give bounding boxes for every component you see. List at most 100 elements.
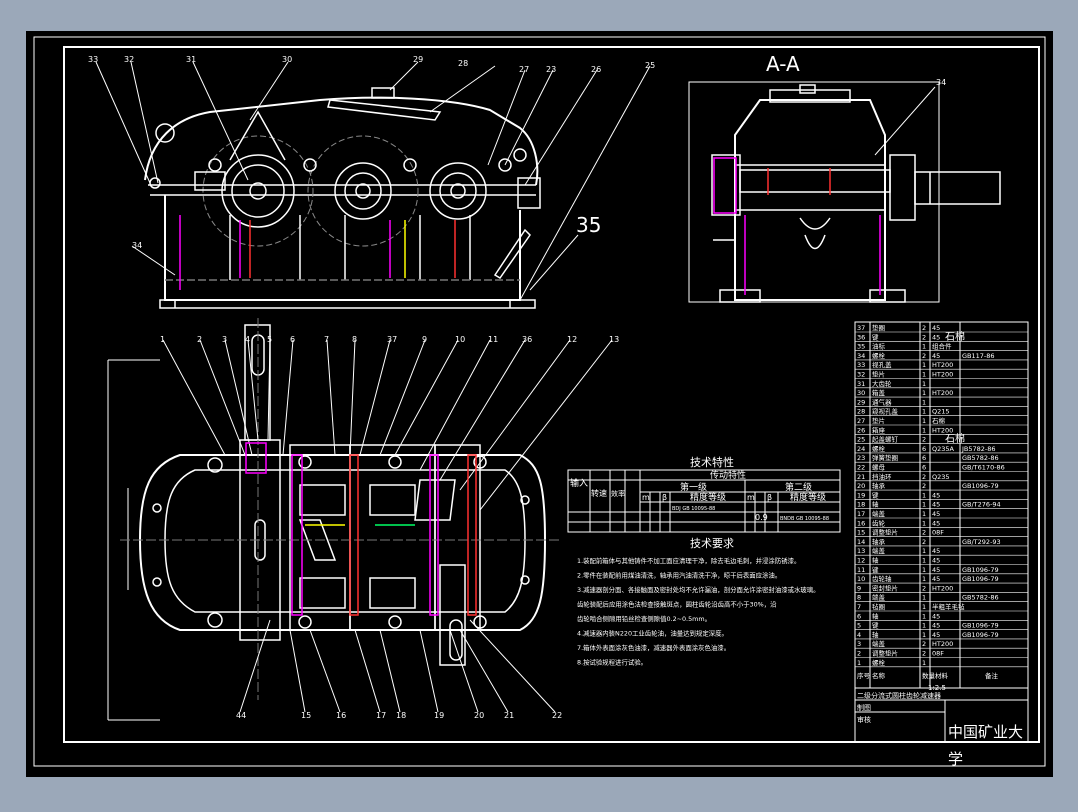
tc-sub-beta: β [662, 493, 667, 502]
part-material: 45 [932, 575, 940, 583]
balloon-front-5: 28 [458, 59, 468, 68]
tc-sub-precision-2: 精度等级 [790, 491, 826, 503]
part-no: 2 [857, 650, 861, 658]
part-qty: 2 [922, 436, 926, 444]
parts-header-material: 材料 [935, 671, 949, 680]
part-standard: GB1096-79 [962, 622, 999, 630]
part-no: 16 [857, 519, 865, 527]
part-no: 3 [857, 640, 861, 648]
part-qty: 1 [922, 603, 926, 611]
part-name: 箱座 [872, 425, 886, 434]
part-name: 垫片 [872, 416, 885, 425]
part-name: 大齿轮 [872, 379, 892, 388]
balloon-bottom-2: 16 [336, 711, 346, 720]
requirement-line-5: 4.减速器内装N220工业齿轮油，油量达到规定深度。 [577, 629, 728, 638]
part-no: 36 [857, 333, 865, 341]
part-standard: GB5782-86 [962, 454, 999, 462]
part-no: 11 [857, 566, 865, 574]
requirement-line-0: 1.装配前箱体与其他铸件不加工面应清理干净，除去毛边毛刺，并浸涂防锈漆。 [577, 556, 800, 565]
part-material: 45 [932, 510, 940, 518]
part-qty: 1 [922, 389, 926, 397]
balloon-bottom-8: 22 [552, 711, 562, 720]
balloon-front-0: 33 [88, 55, 98, 64]
part-name: 键 [872, 621, 879, 630]
part-qty: 1 [922, 491, 926, 499]
balloon-bottom-3: 17 [376, 711, 386, 720]
part-material: 组合件 [932, 342, 952, 351]
part-name: 轴 [872, 500, 879, 509]
part-name: 齿轮 [872, 518, 886, 527]
part-name: 端盖 [872, 509, 886, 518]
part-name: 轴承 [872, 537, 886, 546]
part-name: 螺栓 [872, 444, 886, 453]
outer-frame [33, 36, 1046, 767]
balloon-top-10: 10 [455, 335, 465, 344]
part-no: 14 [857, 538, 865, 546]
tech-requirements-lines: 1.装配前箱体与其他铸件不加工面应清理干净，除去毛边毛刺，并浸涂防锈漆。2.零件… [577, 556, 820, 667]
part-standard: GB1096-79 [962, 566, 999, 574]
part-qty: 6 [922, 445, 926, 453]
balloon-front-7: 23 [546, 65, 556, 74]
parts-header-remark: 备注 [985, 671, 999, 680]
part-no: 31 [857, 380, 865, 388]
part-name: 垫片 [872, 370, 885, 379]
part-qty: 1 [922, 622, 926, 630]
part-material: 45 [932, 566, 940, 574]
part-qty: 1 [922, 361, 926, 369]
part-no: 26 [857, 426, 865, 434]
label-35: 35 [576, 213, 601, 237]
tc-ratio: 0.9 [755, 513, 768, 522]
balloon-front-4: 29 [413, 55, 423, 64]
tc-col-transmission: 传动特性 [710, 469, 746, 481]
tc-row1-left: BDJ GB 10095-88 [672, 506, 715, 512]
part-qty: 2 [922, 584, 926, 592]
requirement-line-7: 8.按试验规程进行试验。 [577, 658, 647, 667]
balloon-top-1: 2 [197, 335, 202, 344]
part-no: 9 [857, 584, 861, 592]
part-qty: 2 [922, 324, 926, 332]
part-name: 挡油环 [872, 472, 892, 481]
part-no: 29 [857, 398, 865, 406]
tech-characteristics-title: 技术特性 [690, 455, 734, 469]
tc-stage1: 第一级 [680, 481, 707, 493]
part-name: 螺栓 [872, 351, 886, 360]
part-no: 7 [857, 603, 861, 611]
inner-frame [63, 46, 1040, 743]
balloon-front-6: 27 [519, 65, 529, 74]
requirement-line-4: 齿轮啮合侧隙用铅丝检查侧隙值0.2~0.5mm。 [577, 614, 711, 623]
part-name: 垫圈 [872, 323, 885, 332]
part-qty: 2 [922, 352, 926, 360]
part-no: 35 [857, 343, 865, 351]
part-name: 轴 [872, 611, 879, 620]
title-block [854, 687, 1029, 743]
part-no: 19 [857, 491, 865, 499]
part-qty: 1 [922, 557, 926, 565]
part-no: 5 [857, 622, 861, 630]
tc-sub-beta-2: β [767, 493, 772, 502]
part-qty: 6 [922, 454, 926, 462]
part-qty: 2 [922, 333, 926, 341]
balloon-top-11: 11 [488, 335, 498, 344]
part-no: 10 [857, 575, 865, 583]
front-view-accents [179, 215, 456, 290]
part-qty: 1 [922, 631, 926, 639]
part-standard: GB1096-79 [962, 575, 999, 583]
balloon-bottom-0: 44 [236, 711, 246, 720]
part-qty: 1 [922, 343, 926, 351]
tc-row1-right: BNDB GB 10095-88 [780, 516, 829, 522]
part-no: 6 [857, 612, 861, 620]
balloon-top-5: 6 [290, 335, 295, 344]
balloon-top-2: 3 [222, 335, 227, 344]
part-no: 34 [857, 352, 865, 360]
part-name: 箱盖 [872, 388, 886, 397]
part-qty: 1 [922, 612, 926, 620]
part-standard: GB117-86 [962, 352, 995, 360]
requirement-line-6: 7.箱体外表面涂灰色油漆，减速器外表面涂灰色油漆。 [577, 643, 730, 652]
part-no: 25 [857, 436, 865, 444]
balloon-top-0: 1 [160, 335, 165, 344]
part-material: 45 [932, 547, 940, 555]
balloon-front-1: 32 [124, 55, 134, 64]
